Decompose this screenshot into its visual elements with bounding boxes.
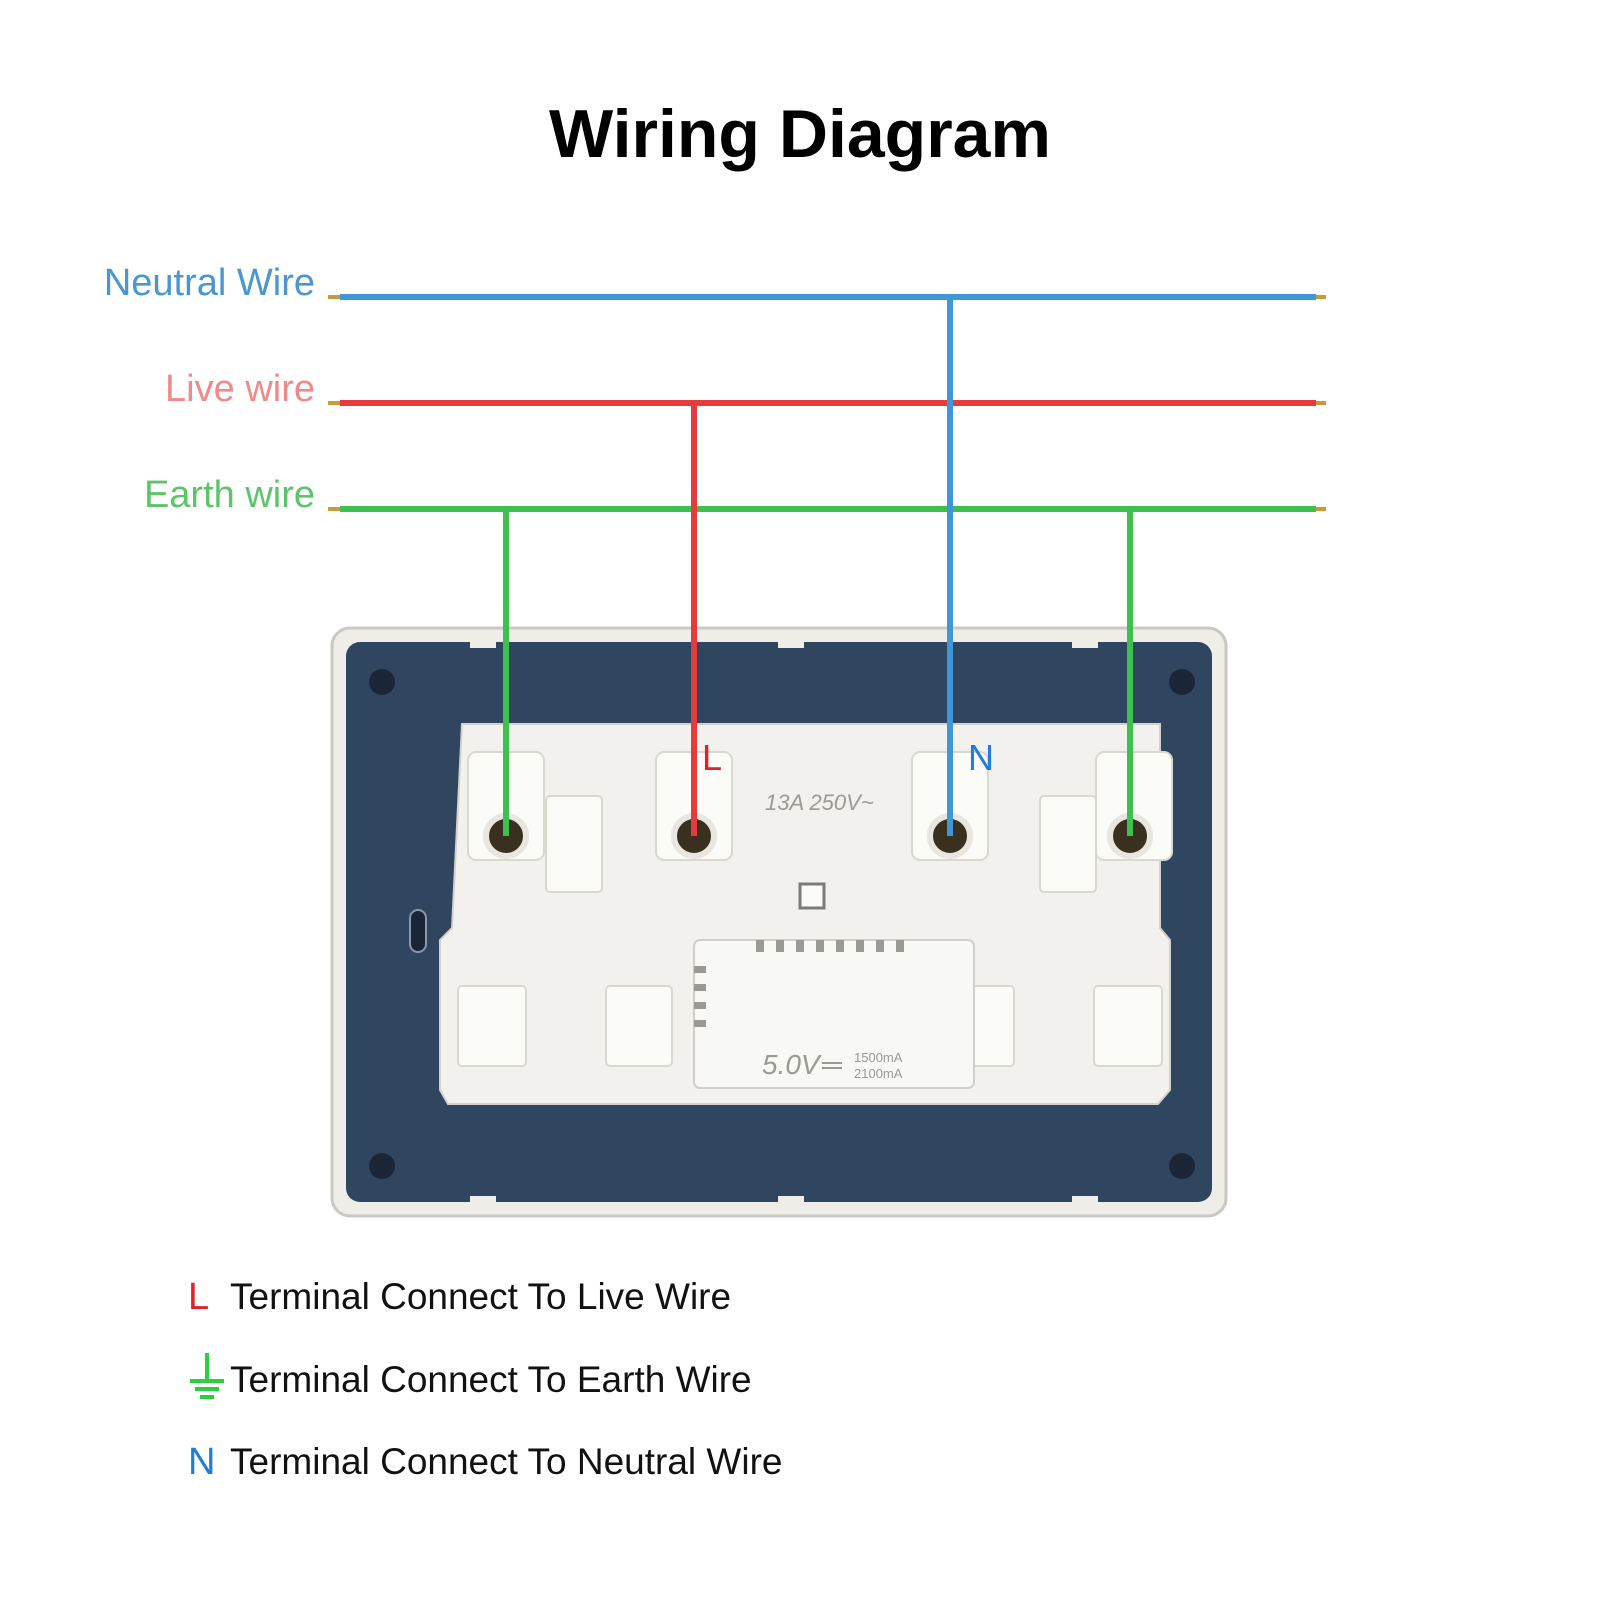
frame-clip [778,636,804,648]
earth-symbol-icon [188,1351,230,1409]
usb-current-2: 2100mA [854,1066,903,1081]
legend-earth-text: Terminal Connect To Earth Wire [230,1359,752,1400]
mount-hole [369,669,395,695]
live-wire-label: Live wire [165,368,315,410]
legend-live-symbol: L [188,1275,210,1318]
usb-current-1: 1500mA [854,1050,903,1065]
mount-hole [1169,669,1195,695]
frame-clip [470,1196,496,1208]
legend-earth: Terminal Connect To Earth Wire [188,1353,752,1405]
legend-neutral-text: Terminal Connect To Neutral Wire [230,1441,783,1482]
frame-clip [778,1196,804,1208]
dc-symbol: ═ [821,1049,842,1080]
live-terminal-label: L [702,737,722,778]
usb-rating-text: 5.0V [762,1049,822,1080]
wires [328,294,1326,836]
socket-back: 13A 250V~ 5.0V ═ 1500mA 2100mA [330,626,1228,1218]
mount-hole [369,1153,395,1179]
usb-module [693,939,975,1089]
neutral-terminal-label: N [968,737,994,778]
page-title: Wiring Diagram [549,96,1051,172]
legend-live-text: Terminal Connect To Live Wire [230,1276,732,1317]
mount-slot [409,909,427,953]
legend-live: L Terminal Connect To Live Wire [188,1272,731,1322]
neutral-wire-label: Neutral Wire [103,262,315,304]
frame-clip [1072,636,1098,648]
rating-text: 13A 250V~ [765,790,874,815]
frame-clip [470,636,496,648]
earth-wire-label: Earth wire [143,474,315,516]
center-hole [798,882,826,910]
legend-neutral: N Terminal Connect To Neutral Wire [188,1437,782,1487]
mount-hole [1169,1153,1195,1179]
legend-neutral-symbol: N [188,1440,216,1483]
frame-clip [1072,1196,1098,1208]
